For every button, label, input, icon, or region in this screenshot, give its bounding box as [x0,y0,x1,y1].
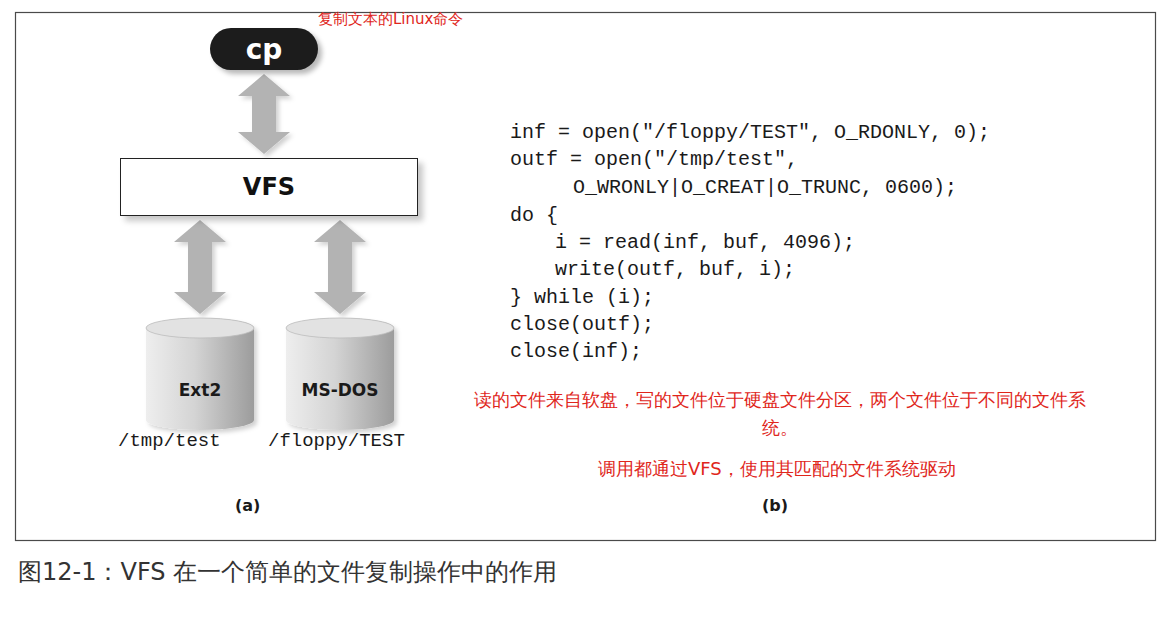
code-line: } while (i); [510,286,654,309]
command-pill: cp [210,28,318,70]
code-line: outf = open("/tmp/test", [510,148,798,171]
cylinder-outline [146,318,254,430]
double-arrow [238,74,290,154]
annotation-note: 读的文件来自软盘，写的文件位于硬盘文件分区，两个文件位于不同的文件系统。 [462,386,1098,442]
cylinder-top [146,318,254,338]
file-path: /floppy/TEST [268,430,405,452]
code-line: inf = open("/floppy/TEST", O_RDONLY, 0); [510,121,990,144]
panel-label: (b) [762,496,788,515]
annotation-note: 复制文本的Linux命令 [318,10,463,29]
frame-border [16,13,1156,541]
filesystem-cylinder: Ext2 [146,318,254,430]
double-arrow [174,220,226,314]
cylinder-top [286,318,394,338]
code-line: do { [510,204,558,227]
node-label: Ext2 [179,380,222,400]
vfs-box: VFS [120,158,418,216]
panel-label: (a) [235,496,260,515]
code-line: close(outf); [510,313,654,336]
node-label: cp [246,33,283,66]
annotation-note: 调用都通过VFS，使用其匹配的文件系统驱动 [598,457,956,481]
code-line: write(outf, buf, i); [555,258,795,281]
cylinder-outline [286,318,394,430]
figure-caption: 图12-1：VFS 在一个简单的文件复制操作中的作用 [18,556,557,588]
cylinder-body [286,318,394,430]
code-line: O_WRONLY|O_CREAT|O_TRUNC, 0600); [573,176,957,199]
double-arrow [314,220,366,314]
node-label: MS-DOS [301,380,378,400]
filesystem-cylinder: MS-DOS [286,318,394,430]
node-label: VFS [243,173,295,201]
code-line: i = read(inf, buf, 4096); [555,231,855,254]
cylinder-body [146,318,254,430]
file-path: /tmp/test [118,430,221,452]
code-line: close(inf); [510,340,642,363]
